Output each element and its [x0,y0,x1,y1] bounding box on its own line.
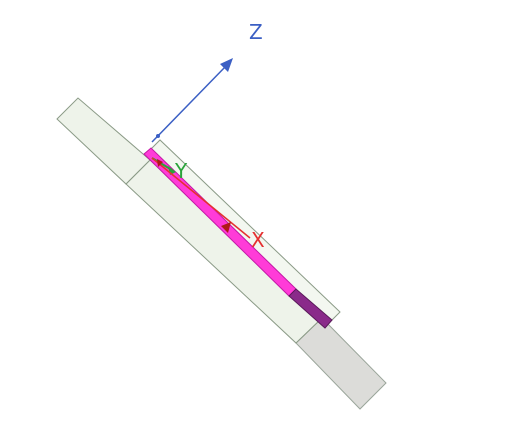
x-axis-label: X [251,228,265,252]
lower-plate[interactable] [125,159,323,344]
z-axis-label: Z [249,20,263,44]
x-axis-marker [157,159,163,167]
lower-plate-shadow-part[interactable] [295,317,387,410]
y-axis-label: Y [174,159,188,183]
origin-point[interactable] [156,134,160,138]
z-axis-line [151,65,227,143]
upper-plate[interactable] [56,97,151,185]
x-axis-arrowhead [221,222,231,233]
selected-body-end[interactable] [288,288,333,329]
z-axis-arrowhead [220,58,233,72]
x-axis-line [151,157,251,239]
